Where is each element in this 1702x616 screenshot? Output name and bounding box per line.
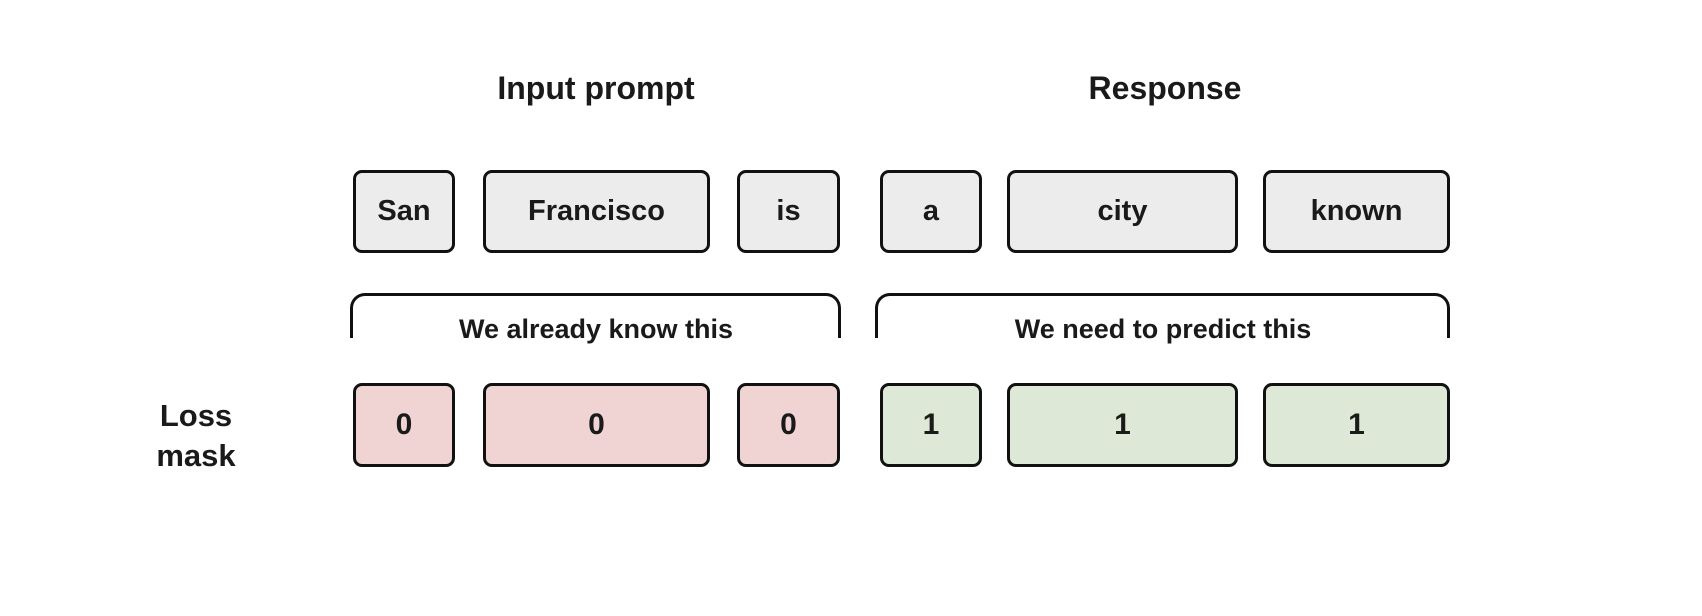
prompt-bracket xyxy=(350,293,841,338)
loss-mask-value-3: 1 xyxy=(880,383,982,467)
response-bracket-label: We need to predict this xyxy=(1014,314,1312,344)
token-box-san: San xyxy=(353,170,455,253)
prompt-bracket-label: We already know this xyxy=(458,314,734,344)
token-box-is: is xyxy=(737,170,840,253)
response-bracket xyxy=(875,293,1450,338)
token-box-known: known xyxy=(1263,170,1450,253)
token-box-a: a xyxy=(880,170,982,253)
loss-mask-value-2: 0 xyxy=(737,383,840,467)
loss-mask-value-1: 0 xyxy=(483,383,710,467)
token-box-francisco: Francisco xyxy=(483,170,710,253)
input-prompt-title: Input prompt xyxy=(497,70,695,106)
token-box-city: city xyxy=(1007,170,1238,253)
loss-mask-value-5: 1 xyxy=(1263,383,1450,467)
loss-mask-row-label: Loss mask xyxy=(156,398,236,473)
loss-mask-value-0: 0 xyxy=(353,383,455,467)
loss-mask-value-4: 1 xyxy=(1007,383,1238,467)
response-title: Response xyxy=(1088,70,1242,106)
